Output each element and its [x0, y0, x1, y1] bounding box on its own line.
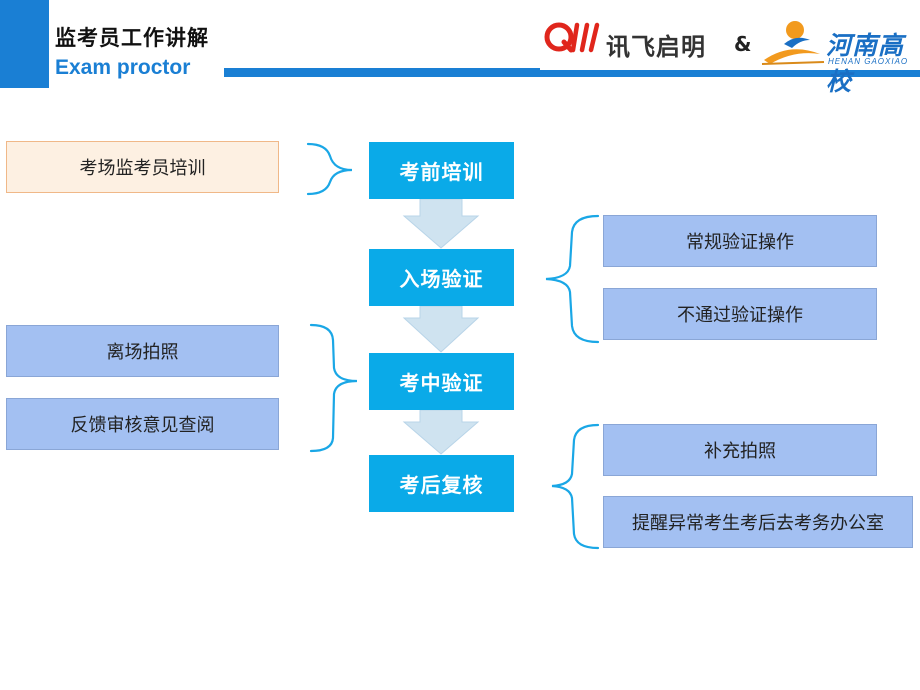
box-normal-verification: 常规验证操作: [603, 215, 877, 267]
box-leave-photo: 离场拍照: [6, 325, 279, 377]
down-arrow-3: [402, 409, 480, 455]
brace-during: [309, 323, 358, 453]
down-arrow-2: [402, 305, 480, 353]
down-arrow-1: [402, 198, 480, 249]
page-subtitle: Exam proctor: [55, 56, 191, 79]
box-supplement-photo: 补充拍照: [603, 424, 877, 476]
step-in-exam-verification: 考中验证: [369, 353, 514, 410]
box-proctor-training: 考场监考员培训: [6, 141, 279, 193]
box-feedback-review: 反馈审核意见查阅: [6, 398, 279, 450]
henan-logo-subtext: HENAN GAOXIAO: [828, 57, 909, 66]
header-accent-bar: [0, 0, 49, 88]
box-remind-abnormal: 提醒异常考生考后去考务办公室: [603, 496, 913, 548]
box-failed-verification: 不通过验证操作: [603, 288, 877, 340]
brace-training: [306, 142, 353, 196]
header-rule: [224, 68, 920, 77]
step-pre-exam-training: 考前培训: [369, 142, 514, 199]
henan-logo-text: 河南高校: [826, 31, 905, 96]
brace-after: [551, 423, 600, 550]
iflytek-logo-icon: [544, 22, 600, 53]
ampersand: &: [734, 32, 752, 56]
henan-logo-icon: [761, 21, 825, 65]
step-post-exam-review: 考后复核: [369, 455, 514, 512]
logo-area: [540, 14, 920, 70]
step-entry-verification: 入场验证: [369, 249, 514, 306]
iflytek-logo-text: 讯飞启明: [606, 33, 706, 61]
brace-entry: [545, 214, 600, 344]
page-title: 监考员工作讲解: [55, 26, 209, 50]
